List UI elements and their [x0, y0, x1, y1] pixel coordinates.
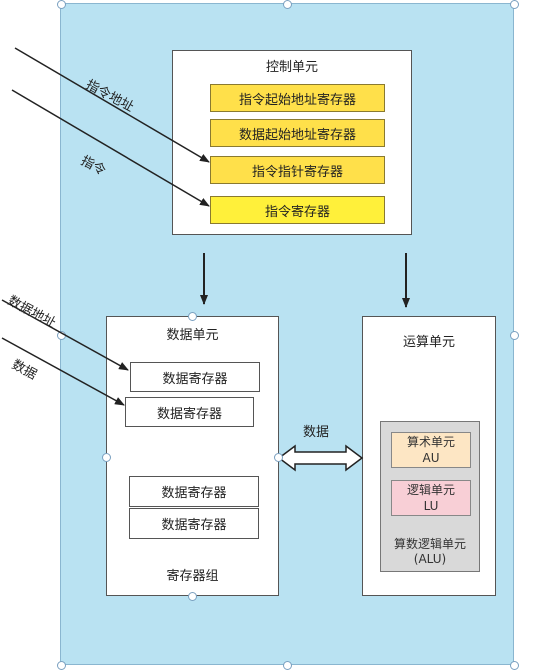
alu-abbr: (ALU): [413, 552, 447, 566]
register-instr-pointer[interactable]: 指令指针寄存器: [210, 156, 385, 184]
data-bus-label: 数据: [303, 425, 330, 440]
selection-handle[interactable]: [283, 661, 292, 670]
arith-unit[interactable]: 运算单元 算术单元 AU 逻辑单元 LU 算数逻辑单元 (ALU): [362, 316, 496, 596]
data-unit[interactable]: 数据单元 数据寄存器 数据寄存器 数据寄存器 数据寄存器 寄存器组: [106, 316, 279, 596]
register-data-start-addr[interactable]: 数据起始地址寄存器: [210, 119, 385, 147]
selection-handle[interactable]: [57, 0, 66, 9]
data-unit-title: 数据单元: [166, 328, 219, 343]
alu-label: 算数逻辑单元: [393, 537, 466, 551]
lu-label: 逻辑单元: [406, 483, 455, 497]
selection-handle[interactable]: [283, 0, 292, 9]
selection-handle[interactable]: [510, 0, 519, 9]
lu-unit[interactable]: 逻辑单元 LU: [391, 480, 471, 516]
data-in-arrow: [1, 337, 125, 406]
control-unit-title: 控制单元: [265, 60, 318, 75]
selection-handle[interactable]: [510, 661, 519, 670]
selection-handle[interactable]: [102, 453, 111, 462]
au-abbr: AU: [422, 451, 440, 465]
selection-handle[interactable]: [188, 592, 197, 601]
au-label: 算术单元: [406, 435, 455, 449]
control-unit[interactable]: 控制单元 指令起始地址寄存器 数据起始地址寄存器 指令指针寄存器 指令寄存器: [172, 50, 412, 235]
lu-abbr: LU: [423, 499, 439, 513]
alu-block[interactable]: 算术单元 AU 逻辑单元 LU 算数逻辑单元 (ALU): [380, 421, 480, 572]
arith-unit-title: 运算单元: [402, 335, 455, 350]
au-unit[interactable]: 算术单元 AU: [391, 432, 471, 468]
register-instr-start-addr[interactable]: 指令起始地址寄存器: [210, 84, 385, 112]
selection-handle[interactable]: [274, 453, 283, 462]
instr-addr-arrow: [14, 47, 210, 163]
selection-handle[interactable]: [510, 331, 519, 340]
data-register-1[interactable]: 数据寄存器: [130, 362, 260, 392]
instr-arrow: [11, 89, 210, 207]
selection-handle[interactable]: [188, 312, 197, 321]
register-group-label: 寄存器组: [166, 569, 219, 584]
data-addr-arrow: [1, 299, 129, 371]
data-bus-double-arrow: [277, 444, 364, 472]
data-register-4[interactable]: 数据寄存器: [129, 508, 259, 539]
selection-handle[interactable]: [57, 661, 66, 670]
register-instruction[interactable]: 指令寄存器: [210, 196, 385, 224]
data-register-3[interactable]: 数据寄存器: [129, 476, 259, 507]
data-register-2[interactable]: 数据寄存器: [125, 397, 254, 427]
